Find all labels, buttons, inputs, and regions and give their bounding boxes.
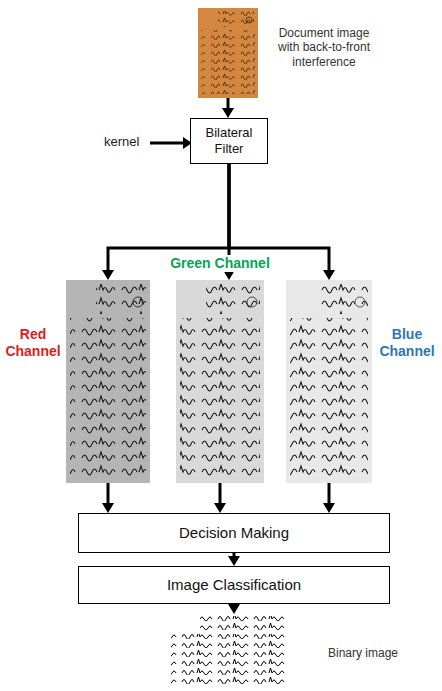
node-label: Red Channel xyxy=(2,326,64,360)
image-node: Document image with back-to-front interf… xyxy=(198,8,258,98)
arrow-head xyxy=(323,503,335,513)
arrow-head xyxy=(323,270,335,280)
document-image xyxy=(198,8,258,98)
image-node: Binary image xyxy=(168,614,288,688)
flow-arrow xyxy=(102,483,114,513)
paper xyxy=(168,614,288,688)
handwriting xyxy=(180,318,260,478)
arrow-line xyxy=(233,553,236,556)
flow-arrow xyxy=(323,483,335,513)
handwriting xyxy=(201,30,255,94)
node-label: Binary image xyxy=(318,646,408,660)
stamp xyxy=(246,17,252,23)
kernel-arrow xyxy=(150,137,192,149)
handwriting xyxy=(218,11,254,27)
box-text: Decision Making xyxy=(179,524,289,542)
blue-channel-image xyxy=(286,280,372,483)
arrow-line xyxy=(328,483,331,503)
arrow-head xyxy=(102,503,114,513)
stamp xyxy=(355,297,365,307)
paper xyxy=(176,280,264,483)
paper xyxy=(286,280,372,483)
image-node: Blue Channel xyxy=(286,280,372,483)
stamp xyxy=(133,297,143,307)
arrow-line xyxy=(107,483,110,503)
arrow-head xyxy=(102,270,114,280)
arrow-head xyxy=(228,604,240,614)
paper xyxy=(66,280,150,483)
process-box: Decision Making xyxy=(78,513,390,553)
arrow-head xyxy=(228,556,240,566)
arrow-line xyxy=(219,483,222,503)
binary-image xyxy=(168,614,288,688)
node-label: Green Channel xyxy=(167,255,273,272)
handwriting xyxy=(200,616,284,632)
image-node: Green Channel xyxy=(176,280,264,483)
arrow-line xyxy=(150,142,183,145)
flow-arrow xyxy=(228,553,240,566)
input-label: kernel xyxy=(104,134,139,150)
handwriting xyxy=(96,284,146,314)
handwriting xyxy=(70,318,146,478)
process-box: Bilateral Filter xyxy=(190,118,268,164)
arrow-head xyxy=(222,108,234,118)
box-text: Bilateral Filter xyxy=(197,125,261,156)
node-label: Blue Channel xyxy=(376,326,438,360)
image-node: Red Channel xyxy=(66,280,150,483)
handwriting xyxy=(206,284,260,314)
stamp xyxy=(247,297,257,307)
handwriting xyxy=(316,284,368,314)
arrow-head xyxy=(214,503,226,513)
flow-arrow xyxy=(222,98,234,118)
arrow-line xyxy=(227,98,230,108)
node-label: Document image with back-to-front interf… xyxy=(272,26,376,69)
green-channel-image xyxy=(176,280,264,483)
box-text: Image Classification xyxy=(167,576,301,594)
flow-arrow xyxy=(214,483,226,513)
red-channel-image xyxy=(66,280,150,483)
process-box: Image Classification xyxy=(78,566,390,604)
handwriting xyxy=(171,634,285,686)
paper xyxy=(198,8,258,98)
flow-arrow xyxy=(228,604,240,614)
handwriting xyxy=(290,318,368,478)
